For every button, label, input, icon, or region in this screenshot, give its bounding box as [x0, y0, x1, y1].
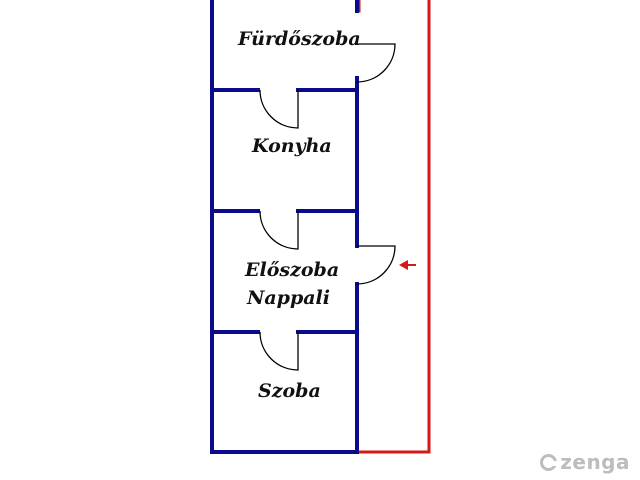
door-swing-kitchen [259, 89, 299, 129]
entrance-arrow-icon [399, 260, 416, 270]
room-label-konyha: Konyha [252, 135, 332, 157]
door-swing-hall [259, 210, 299, 250]
corridor-outline [357, 0, 431, 454]
zenga-logo-icon [540, 453, 558, 471]
door-swing-entrance [356, 245, 396, 285]
door-swing-bathroom [356, 43, 396, 83]
room-label-eloszoba: Előszoba [245, 259, 340, 281]
door-swing-bedroom [259, 331, 299, 371]
room-label-nappali: Nappali [247, 287, 330, 309]
entrance-arrow-head [399, 260, 408, 270]
watermark-text: zenga [560, 450, 630, 474]
room-label-furdoszoba: Fürdőszoba [238, 28, 361, 50]
room-label-szoba: Szoba [258, 380, 321, 402]
walls [210, 0, 359, 454]
watermark: zenga [540, 450, 630, 474]
corridor-outline-right-bottom [357, 0, 431, 454]
door-swings [259, 43, 396, 371]
